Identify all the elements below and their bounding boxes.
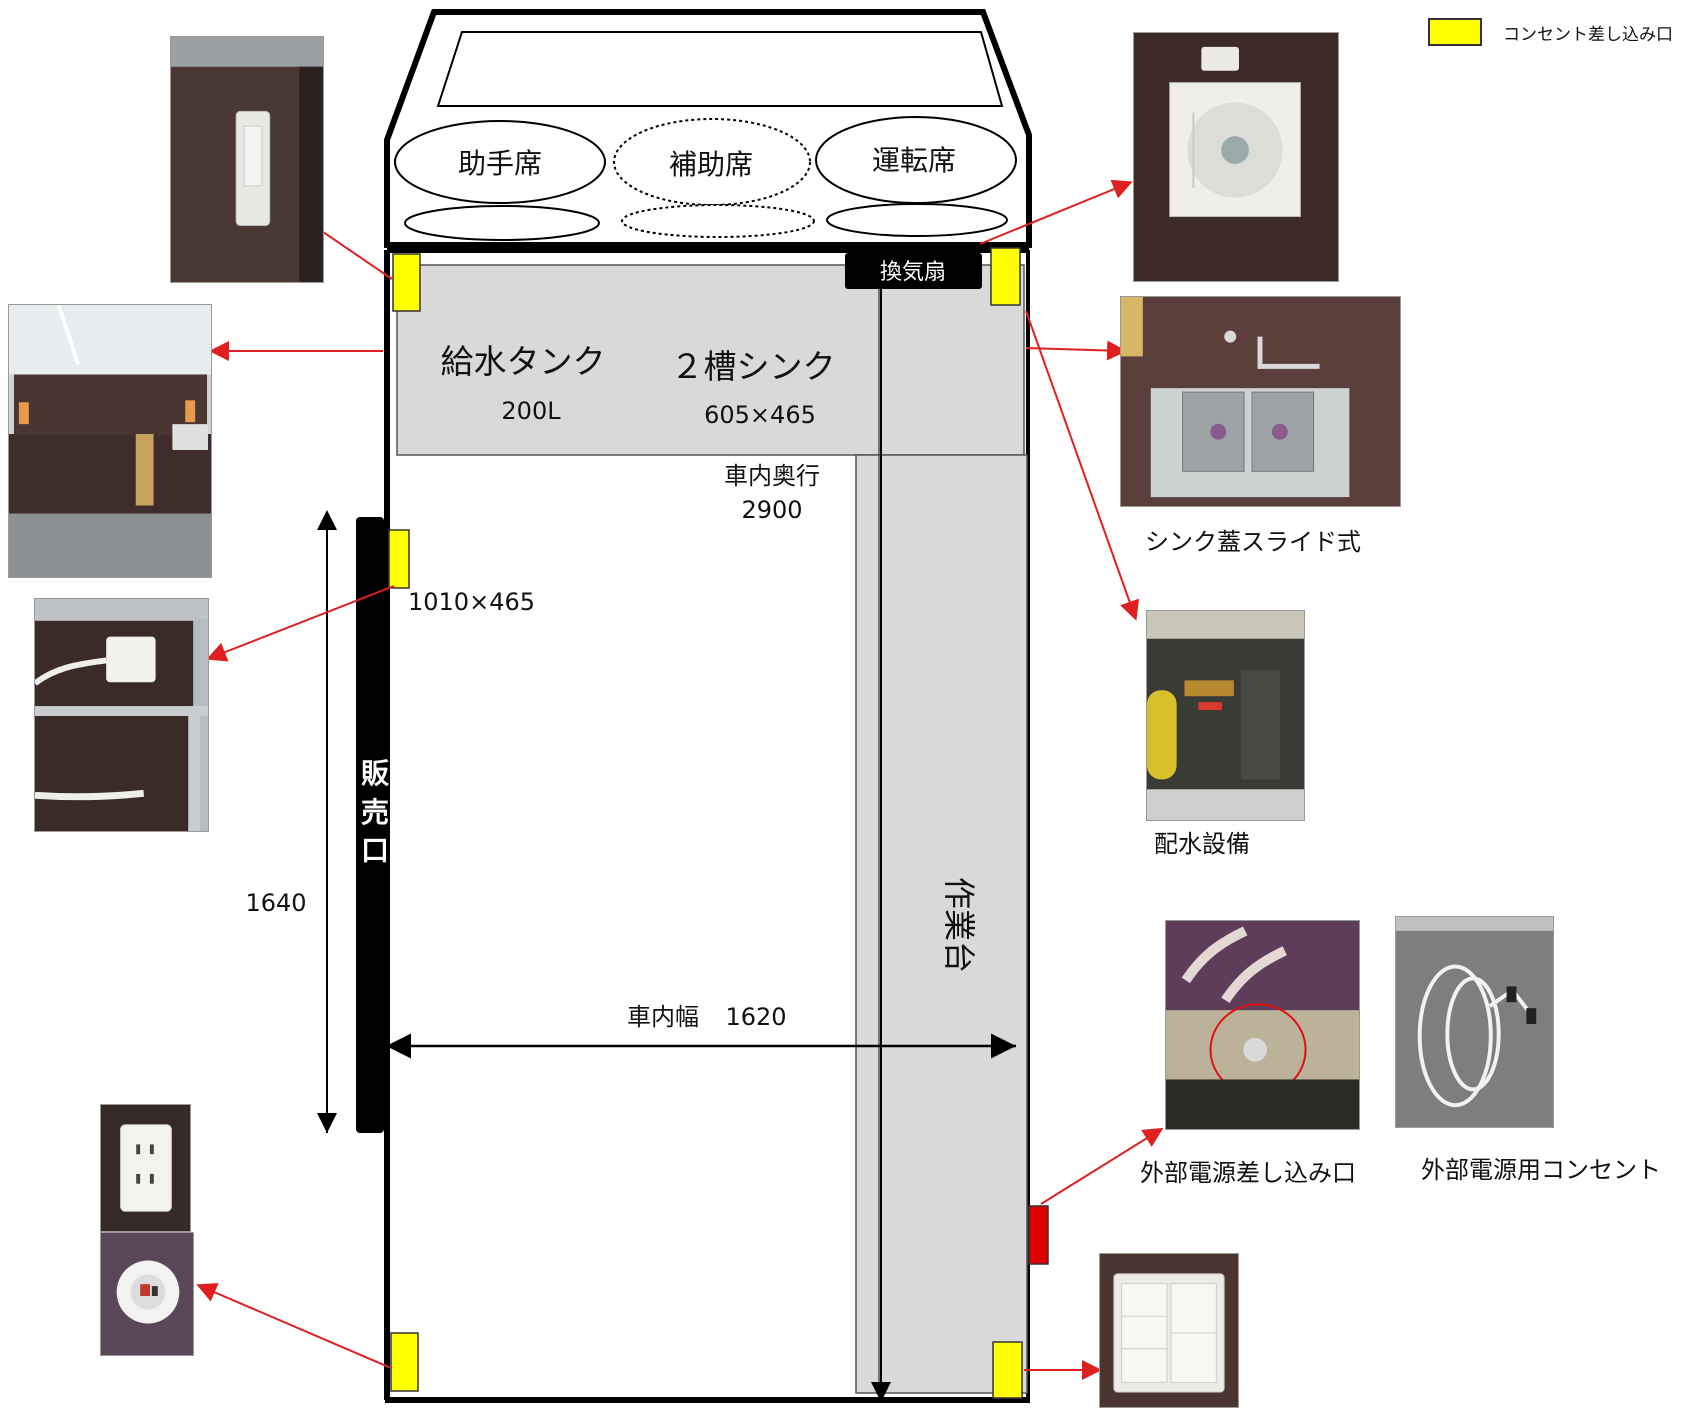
sales-window-label-2: 売 xyxy=(361,796,389,829)
outlet-front-right xyxy=(990,247,1021,306)
sales-window-bar xyxy=(356,517,384,1133)
seat-passenger-base xyxy=(404,205,600,241)
seat-label-driver: 運転席 xyxy=(872,144,956,177)
body-outline xyxy=(384,250,1030,1403)
photo-interior-cabinet xyxy=(8,304,212,578)
sales-window-label-3: 口 xyxy=(361,834,389,867)
seat-label-passenger: 助手席 xyxy=(458,147,542,180)
photo-water-drain xyxy=(1146,610,1305,821)
width-value: 1620 xyxy=(725,1003,786,1031)
window-size-label: 1010×465 xyxy=(408,588,535,616)
sink-size-label: 605×465 xyxy=(704,401,816,429)
outlet-rear-left xyxy=(390,1332,419,1392)
fan-box xyxy=(845,253,982,289)
width-label: 車内幅 xyxy=(627,1003,699,1031)
photo-wall-switch xyxy=(170,36,324,283)
seat-passenger xyxy=(394,120,606,204)
caption-sink-lid: シンク蓋スライド式 xyxy=(1145,528,1361,556)
sink-name-label: ２槽シンク xyxy=(671,347,836,386)
photo-sink xyxy=(1120,296,1401,507)
workbench-label: 作業台 xyxy=(940,877,978,973)
caption-ext-power-cord: 外部電源用コンセント xyxy=(1421,1156,1661,1184)
fan-label: 換気扇 xyxy=(880,260,946,285)
legend-outlet-label: コンセント差し込み口 xyxy=(1503,25,1673,45)
depth-label: 車内奥行 xyxy=(724,462,820,490)
height-dimension-label: 1640 xyxy=(245,889,306,917)
legend-outlet-swatch xyxy=(1428,18,1482,46)
photo-ext-power-inlet xyxy=(1165,920,1360,1130)
caption-ext-power-inlet: 外部電源差し込み口 xyxy=(1140,1159,1356,1187)
photo-ventilation-fan xyxy=(1133,32,1339,282)
callout-arrows xyxy=(196,179,1164,1380)
workbench-counter xyxy=(855,454,1028,1394)
cab-seats xyxy=(394,116,1017,241)
outlet-window xyxy=(388,529,410,589)
tank-name-label: 給水タンク xyxy=(441,342,606,381)
photo-switch-panel xyxy=(1099,1253,1239,1408)
seat-auxiliary xyxy=(613,118,811,206)
sales-window-label-1: 販 xyxy=(361,757,390,790)
outlet-front-left xyxy=(392,253,421,312)
photo-window-outlet xyxy=(34,598,209,832)
tank-capacity-label: 200L xyxy=(501,397,561,425)
photo-rear-light-fixture xyxy=(100,1232,194,1356)
photo-rear-outlet xyxy=(100,1104,191,1232)
outlet-rear-right xyxy=(992,1341,1023,1399)
seat-driver-base xyxy=(826,203,1008,237)
tank-sink-counter xyxy=(396,264,1025,456)
photo-ext-power-cord xyxy=(1395,916,1554,1128)
caption-water-drain: 配水設備 xyxy=(1154,830,1250,858)
seat-driver xyxy=(815,116,1017,204)
external-power-marker xyxy=(1028,1205,1049,1265)
seat-auxiliary-base xyxy=(621,204,815,238)
depth-value: 2900 xyxy=(741,496,802,524)
seat-label-auxiliary: 補助席 xyxy=(669,148,753,181)
